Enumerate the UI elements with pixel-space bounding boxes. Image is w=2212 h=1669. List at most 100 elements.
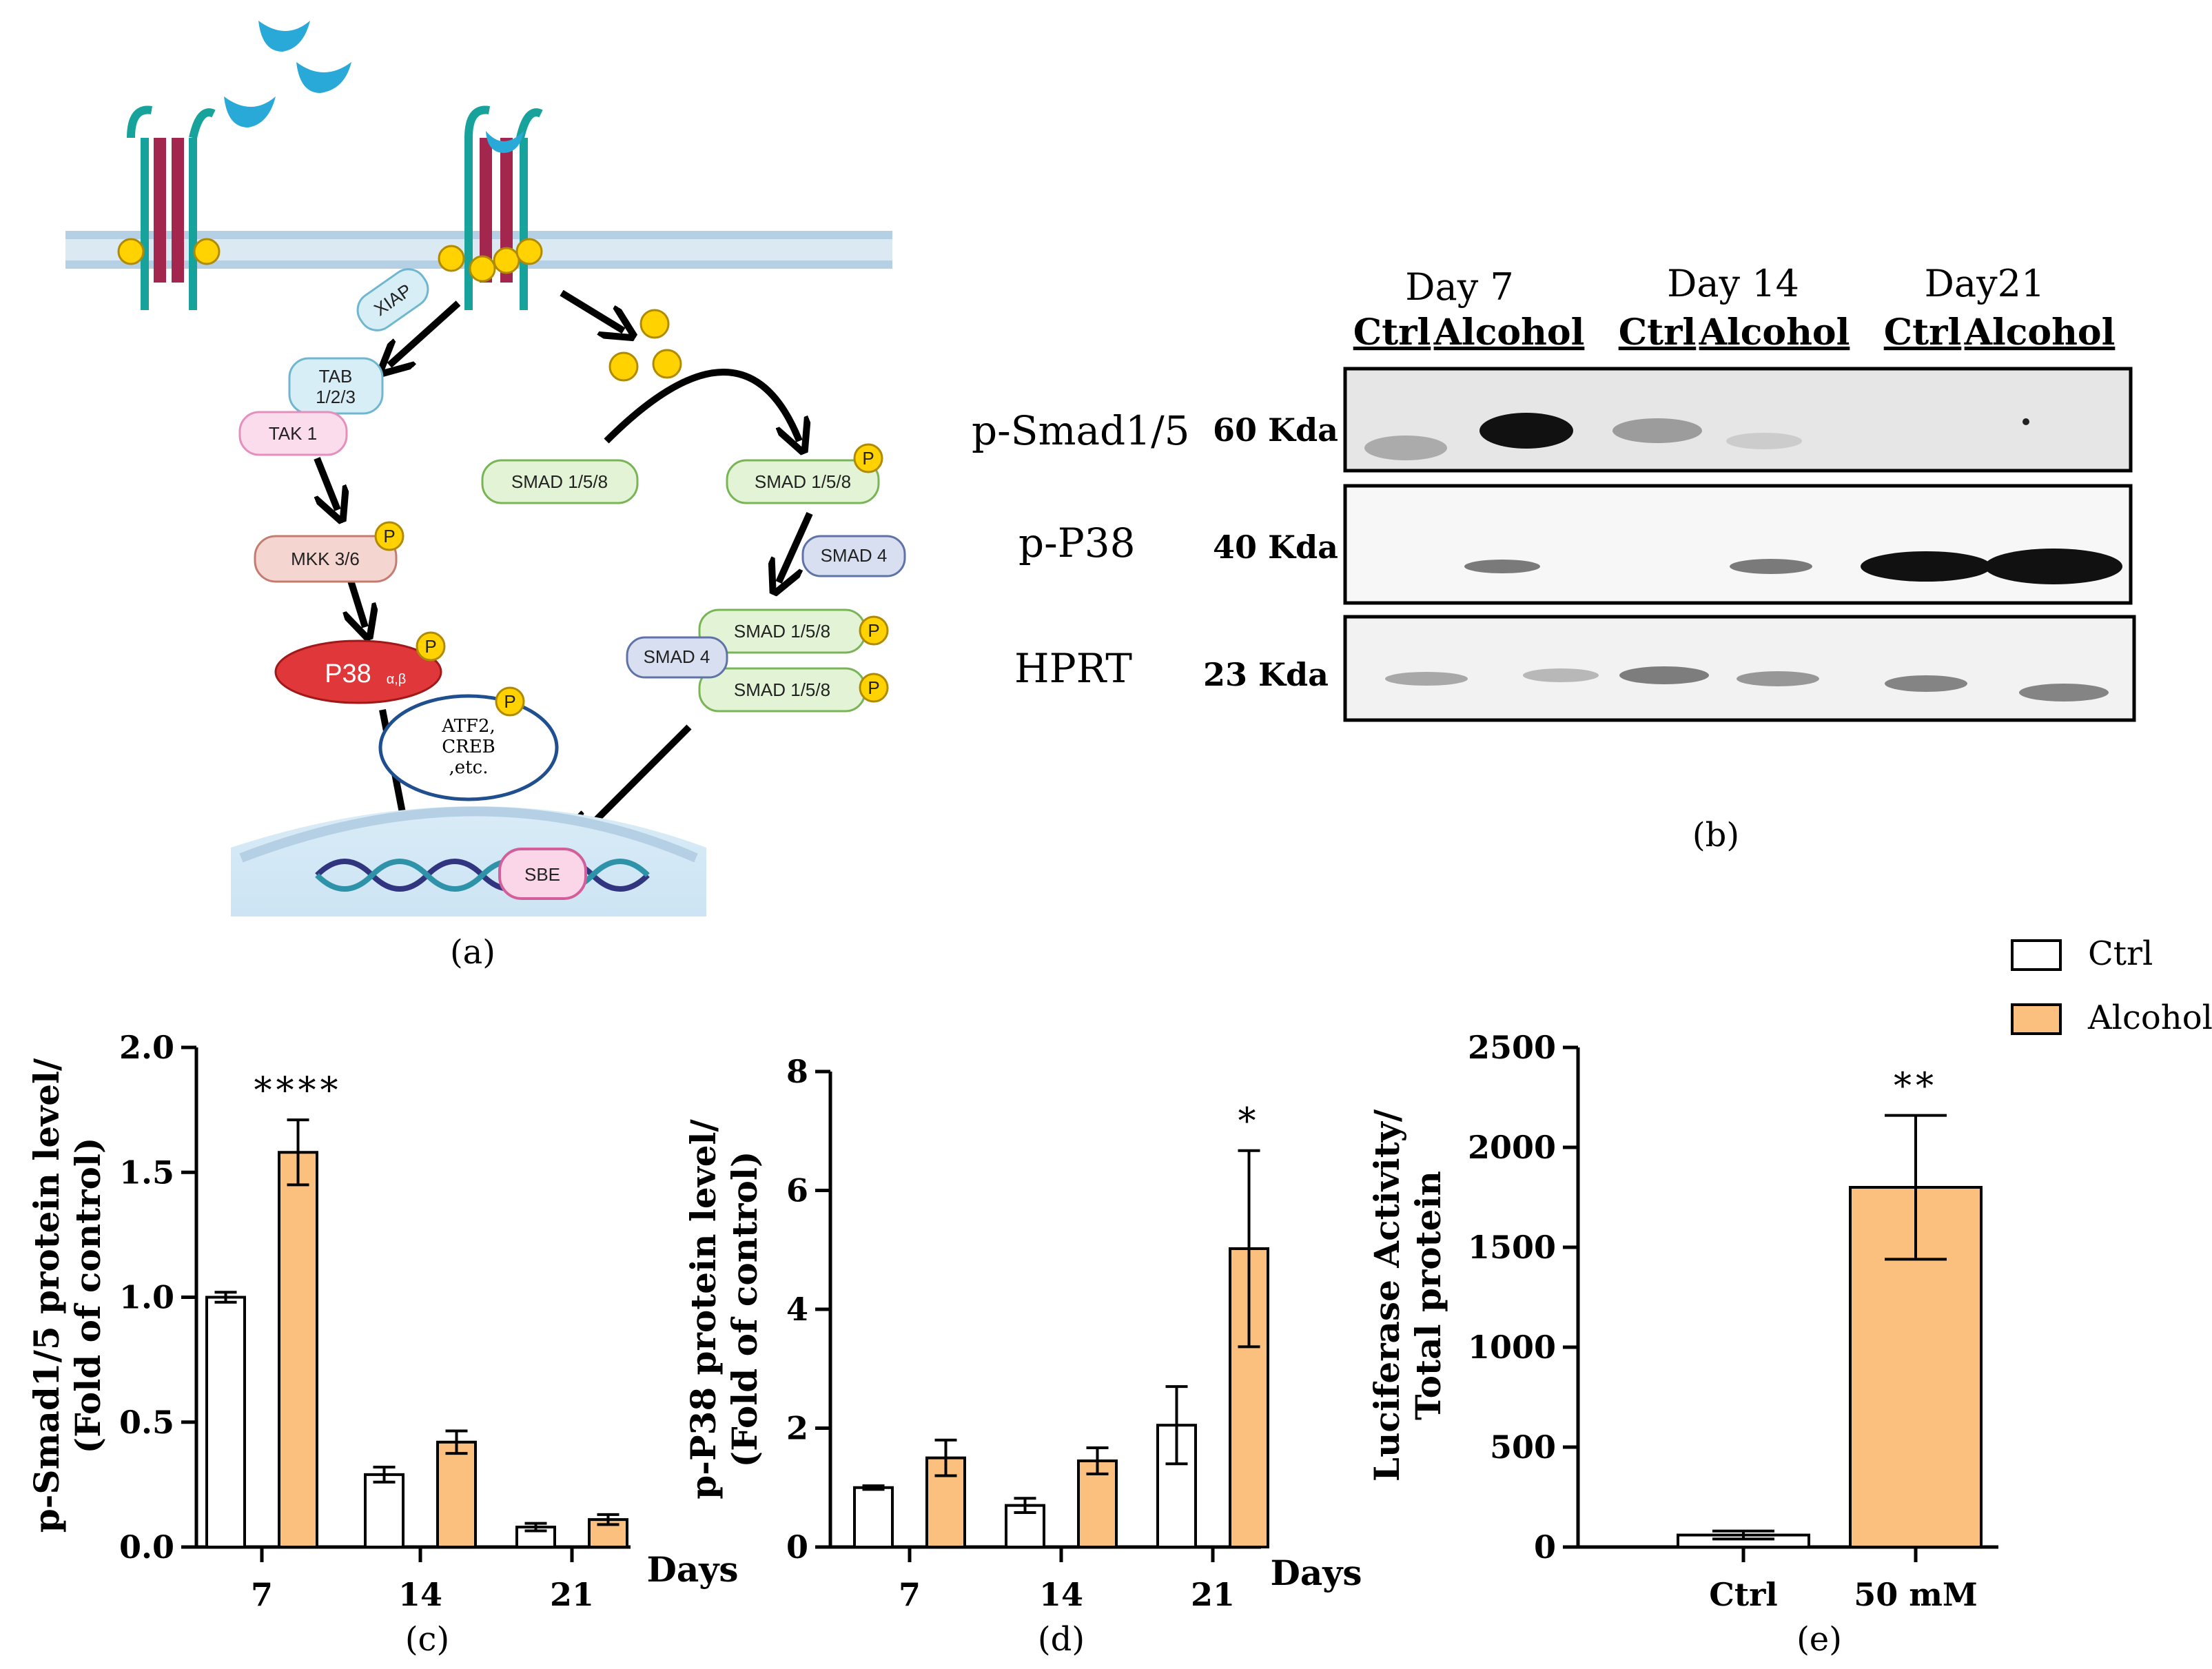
svg-text:(Fold of control): (Fold of control) xyxy=(68,1138,108,1454)
svg-text:α,β: α,β xyxy=(387,672,407,687)
ligand-icons xyxy=(224,21,351,127)
x-axis-title: Days xyxy=(1271,1553,1362,1593)
y-tick-label: 0.5 xyxy=(119,1404,174,1441)
legend-label-alcohol: Alcohol xyxy=(2087,999,2212,1037)
bar-ctrl xyxy=(364,1473,404,1548)
svg-text:P: P xyxy=(868,620,879,641)
svg-text:P: P xyxy=(383,526,395,546)
pathway-diagram: XIAP TAB 1/2/3 TAK 1 MKK 3/6 P P38 α,β P xyxy=(65,21,906,917)
y-tick-label: 4 xyxy=(786,1291,808,1328)
blot-kda-label: 40 Kda xyxy=(1213,529,1338,566)
svg-text:(Fold of control): (Fold of control) xyxy=(724,1151,765,1468)
svg-text:SMAD 1/5/8: SMAD 1/5/8 xyxy=(511,471,608,492)
blot-lane-label: Alcohol xyxy=(1433,311,1585,354)
panel-label-e: (e) xyxy=(1796,1620,1842,1659)
panel-label-b: (b) xyxy=(1692,816,1739,854)
bar-ctrl xyxy=(853,1486,894,1548)
y-tick-label: 2.0 xyxy=(119,1029,174,1066)
y-tick-label: 0 xyxy=(786,1528,808,1566)
panel-label-d: (d) xyxy=(1038,1620,1085,1659)
svg-text:Luciferase Activity/: Luciferase Activity/ xyxy=(1366,1109,1407,1482)
blot-kda-label: 23 Kda xyxy=(1203,656,1329,693)
svg-text:P: P xyxy=(868,677,879,698)
y-tick-label: 2 xyxy=(786,1410,808,1447)
significance-label: **** xyxy=(254,1070,342,1112)
y-tick-label: 1000 xyxy=(1468,1329,1556,1366)
y-tick-label: 0 xyxy=(1534,1528,1556,1566)
svg-text:p-Smad1/5 protein level/: p-Smad1/5 protein level/ xyxy=(26,1058,67,1533)
smad4-node: SMAD 4 xyxy=(801,535,906,577)
blot-kda-label: 60 Kda xyxy=(1213,411,1338,449)
svg-text:P: P xyxy=(862,448,874,469)
bar-alcohol xyxy=(278,1151,318,1548)
receptor-icon-left xyxy=(117,105,221,310)
legend-label-ctrl: Ctrl xyxy=(2088,934,2153,973)
blot-lane-label: Ctrl xyxy=(1353,311,1431,354)
y-tick-label: 0.0 xyxy=(119,1528,174,1566)
x-axis-title: Days xyxy=(647,1549,739,1590)
atf2-node: ATF2, CREB ,etc. P xyxy=(378,686,559,801)
free-phosphate-icons xyxy=(608,309,682,382)
y-tick-label: 8 xyxy=(786,1053,808,1090)
svg-text:1/2/3: 1/2/3 xyxy=(316,387,356,407)
svg-text:P38: P38 xyxy=(325,659,371,688)
ligand-icon xyxy=(258,21,310,52)
svg-text:SBE: SBE xyxy=(524,864,560,885)
receptor-icon-right xyxy=(438,105,543,310)
blot-lane-label: Ctrl xyxy=(1884,311,1962,354)
blot-day-label: Day 14 xyxy=(1667,262,1799,305)
blot-lane-label: Alcohol xyxy=(1699,311,1850,354)
svg-text:Total protein: Total protein xyxy=(1408,1171,1448,1420)
bar-ctrl xyxy=(205,1296,246,1548)
y-axis-title: Luciferase Activity/ Total protein xyxy=(1366,1109,1448,1482)
legend-swatch-ctrl xyxy=(2011,939,2062,971)
legend-swatch-alcohol xyxy=(2011,1003,2062,1035)
y-axis-title: p-Smad1/5 protein level/ (Fold of contro… xyxy=(26,1058,108,1533)
y-tick-label: 1.0 xyxy=(119,1279,174,1316)
svg-text:SMAD 1/5/8: SMAD 1/5/8 xyxy=(734,679,830,700)
blot-day-label: Day 7 xyxy=(1405,265,1514,309)
blot-day-label: Day21 xyxy=(1925,262,2045,305)
blot-strip-psmad xyxy=(1343,367,2133,473)
svg-text:MKK 3/6: MKK 3/6 xyxy=(291,549,360,569)
tab-node: TAB 1/2/3 xyxy=(288,357,384,415)
significance-label: ** xyxy=(1894,1066,1938,1107)
p38-node: P38 α,β P xyxy=(274,631,446,704)
x-tick-label: Ctrl xyxy=(1709,1576,1778,1613)
svg-text:CREB: CREB xyxy=(442,737,495,757)
svg-text:,etc.: ,etc. xyxy=(449,757,489,778)
y-axis-title: p-P38 protein level/ (Fold of control) xyxy=(683,1118,765,1499)
svg-text:p-P38 protein level/: p-P38 protein level/ xyxy=(683,1118,724,1499)
nucleus xyxy=(231,806,706,917)
smad158-right-node: SMAD 1/5/8 P xyxy=(726,443,883,504)
bar-alcohol xyxy=(1229,1247,1269,1549)
legend: Ctrl Alcohol xyxy=(2011,934,2212,1037)
blot-row-label: HPRT xyxy=(1014,645,1132,692)
xiap-node: XIAP xyxy=(356,268,429,331)
x-tick-label: 14 xyxy=(398,1576,442,1613)
x-tick-label: 50 mM xyxy=(1854,1576,1978,1613)
tak1-node: TAK 1 xyxy=(238,411,348,456)
y-tick-label: 1.5 xyxy=(119,1154,174,1191)
y-tick-label: 2000 xyxy=(1468,1129,1556,1166)
svg-text:P: P xyxy=(424,636,436,657)
blot-row-label: p-P38 xyxy=(1018,520,1136,566)
blot-row-label: p-Smad1/5 xyxy=(972,407,1190,454)
sbe-node: SBE xyxy=(498,848,587,900)
svg-text:P: P xyxy=(504,691,515,712)
ligand-icon xyxy=(296,62,351,93)
svg-text:SMAD 4: SMAD 4 xyxy=(821,545,888,566)
y-tick-label: 1500 xyxy=(1468,1229,1556,1266)
ligand-icon xyxy=(224,96,276,127)
y-tick-label: 6 xyxy=(786,1172,808,1209)
significance-label: * xyxy=(1238,1101,1260,1143)
y-tick-label: 2500 xyxy=(1468,1029,1556,1066)
smad158-left-node: SMAD 1/5/8 xyxy=(481,459,639,504)
x-tick-label: 21 xyxy=(1191,1576,1235,1613)
mkk-node: MKK 3/6 P xyxy=(254,521,404,583)
panel-label-c: (c) xyxy=(405,1620,449,1659)
